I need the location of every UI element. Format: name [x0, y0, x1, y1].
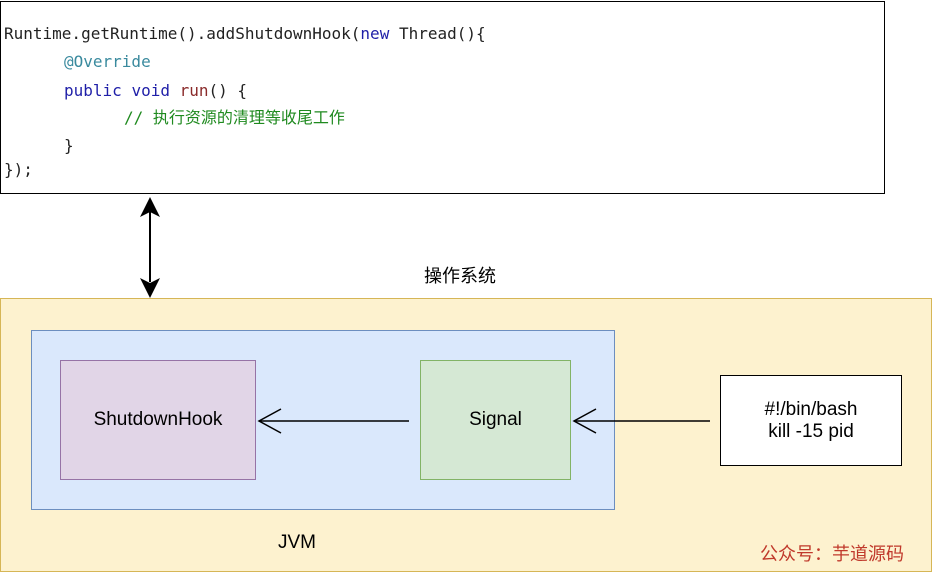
code-text: }); [4, 160, 33, 179]
code-line-3: public void run() { [64, 81, 247, 101]
code-line-2: @Override [64, 52, 151, 72]
code-line-5: } [64, 136, 74, 156]
bash-command-box: #!/bin/bash kill -15 pid [720, 375, 902, 466]
code-keyword: new [360, 24, 390, 43]
signal-box: Signal [420, 360, 571, 480]
signal-label: Signal [469, 409, 522, 430]
jvm-label: JVM [278, 532, 316, 553]
os-label: 操作系统 [424, 266, 496, 286]
shutdown-hook-label: ShutdownHook [93, 409, 223, 430]
watermark: 公众号：芋道源码 [760, 544, 904, 564]
code-text: Runtime.getRuntime().addShutdownHook( [4, 24, 361, 43]
code-function-name: run [179, 81, 209, 100]
shutdown-hook-box: ShutdownHook [60, 360, 256, 480]
code-annotation: @Override [64, 52, 151, 71]
arrow-bash-to-signal [572, 408, 710, 434]
code-line-6: }); [4, 160, 33, 180]
code-keyword: void [131, 81, 170, 100]
code-keyword: public [64, 81, 122, 100]
arrow-signal-to-hook [257, 408, 409, 434]
double-arrow-os-code [140, 197, 160, 298]
bash-line-1: #!/bin/bash [764, 398, 858, 420]
code-snippet-box: Runtime.getRuntime().addShutdownHook(new… [0, 1, 885, 194]
code-text: } [64, 136, 74, 155]
code-line-1: Runtime.getRuntime().addShutdownHook(new… [4, 24, 486, 44]
code-text: () { [208, 81, 248, 100]
code-text: Thread(){ [389, 24, 486, 43]
code-comment: // 执行资源的清理等收尾工作 [124, 108, 345, 127]
code-line-4: // 执行资源的清理等收尾工作 [124, 108, 345, 128]
bash-line-2: kill -15 pid [768, 420, 854, 442]
